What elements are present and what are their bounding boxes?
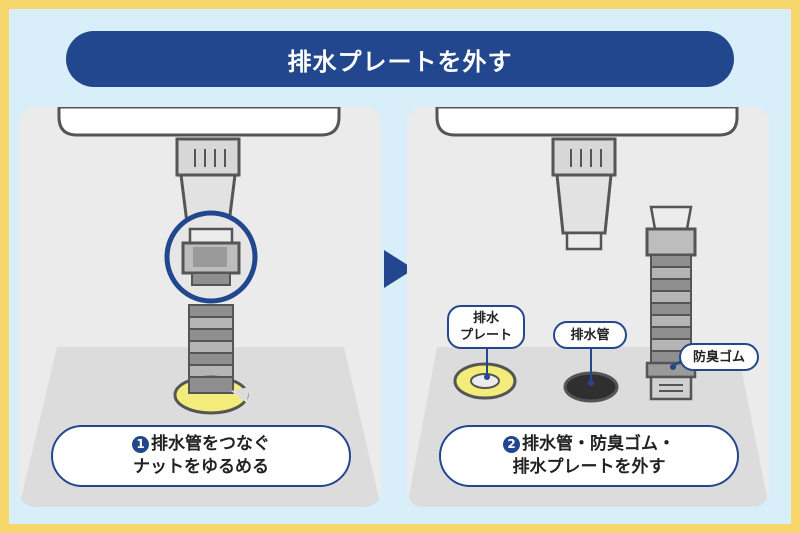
step1-caption: 1 排水管をつなぐ ナットをゆるめる bbox=[51, 425, 351, 487]
step1-line2: ナットをゆるめる bbox=[133, 457, 269, 477]
step1-line1: 排水管をつなぐ bbox=[151, 434, 270, 454]
plate-label: 排水 プレート bbox=[447, 305, 525, 349]
step2-line2: 排水プレートを外す bbox=[512, 457, 666, 477]
rubber-label: 防臭ゴム bbox=[679, 343, 759, 371]
step2-panel: 排水 プレート 排水管 防臭ゴム 2 排水管・防臭ゴム・ 排水プレートを外す bbox=[407, 107, 769, 507]
pipe-label: 排水管 bbox=[553, 321, 627, 349]
step2-caption: 2 排水管・防臭ゴム・ 排水プレートを外す bbox=[439, 425, 739, 487]
sink-basin bbox=[435, 107, 739, 137]
sink-basin bbox=[57, 107, 341, 137]
plate-label-line2: プレート bbox=[459, 328, 512, 343]
plate-label-line1: 排水 bbox=[472, 311, 499, 326]
drain-tube bbox=[555, 173, 613, 235]
rubber-label-text: 防臭ゴム bbox=[692, 349, 745, 365]
page-title: 排水プレートを外す bbox=[66, 31, 734, 87]
step1-panel: 1 排水管をつなぐ ナットをゆるめる bbox=[19, 107, 381, 507]
step2-line1: 排水管・防臭ゴム・ bbox=[522, 434, 675, 454]
drain-nut-top bbox=[175, 137, 241, 177]
step2-number: 2 bbox=[503, 436, 520, 453]
pipe-label-text: 排水管 bbox=[570, 327, 610, 343]
drain-nut-top bbox=[551, 137, 617, 177]
step1-number: 1 bbox=[132, 436, 149, 453]
